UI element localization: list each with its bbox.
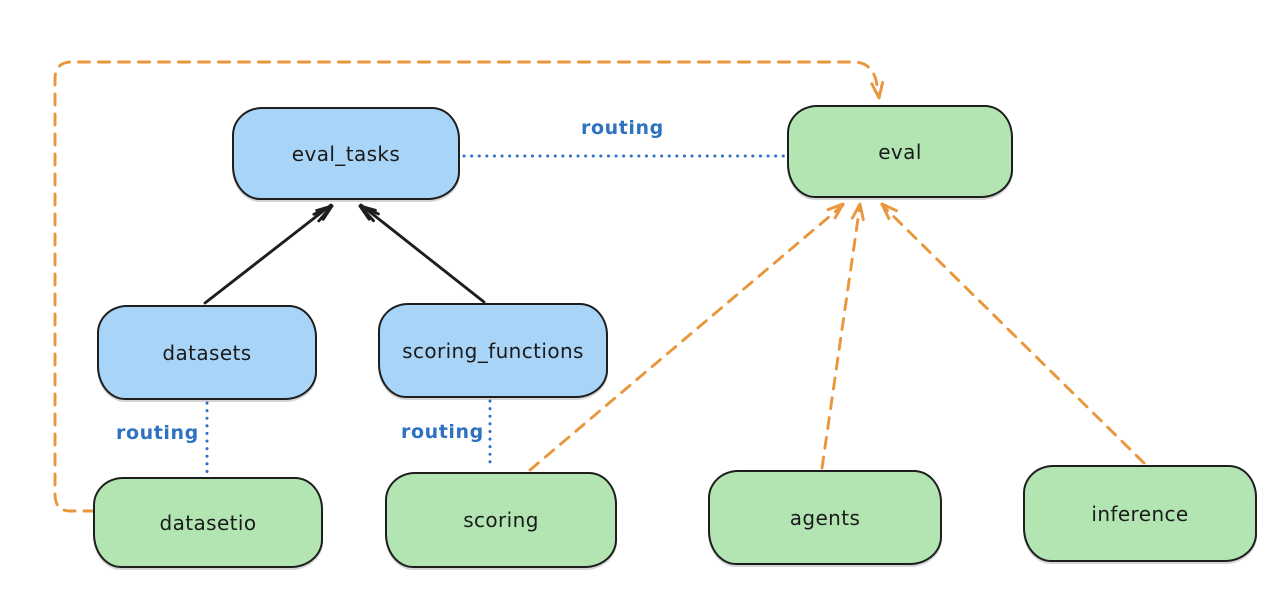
edges-dashed-orange <box>53 60 1146 513</box>
edge-agents-to-eval <box>820 203 862 470</box>
edge-datasets-to-eval-tasks <box>203 203 333 305</box>
node-agents: agents <box>708 470 942 565</box>
node-scoring-functions: scoring_functions <box>378 303 608 398</box>
node-agents-label: agents <box>789 505 861 530</box>
node-scoring: scoring <box>385 472 617 568</box>
node-eval: eval <box>787 105 1013 198</box>
node-datasetio-label: datasetio <box>159 510 257 535</box>
edge-datasetio-to-eval <box>53 60 881 513</box>
node-eval-label: eval <box>878 139 922 164</box>
edges-dotted-routing <box>205 154 786 476</box>
node-inference: inference <box>1023 465 1257 562</box>
node-inference-label: inference <box>1091 501 1189 526</box>
edge-scoring-functions-to-eval-tasks <box>359 203 486 304</box>
node-scoring-label: scoring <box>463 508 539 532</box>
node-scoring-functions-label: scoring_functions <box>402 338 584 363</box>
edge-label-routing-scoring: routing <box>401 421 484 443</box>
edge-scoring-to-eval <box>528 203 845 472</box>
node-eval-tasks-label: eval_tasks <box>291 141 401 166</box>
edges-solid-black <box>203 203 486 305</box>
edge-label-routing-eval: routing <box>581 117 664 139</box>
node-eval-tasks: eval_tasks <box>232 107 460 200</box>
node-datasetio: datasetio <box>93 477 323 568</box>
edge-inference-to-eval <box>880 203 1146 465</box>
node-datasets-label: datasets <box>162 340 252 365</box>
edge-label-routing-datasetio: routing <box>116 422 199 444</box>
node-datasets: datasets <box>97 305 317 400</box>
